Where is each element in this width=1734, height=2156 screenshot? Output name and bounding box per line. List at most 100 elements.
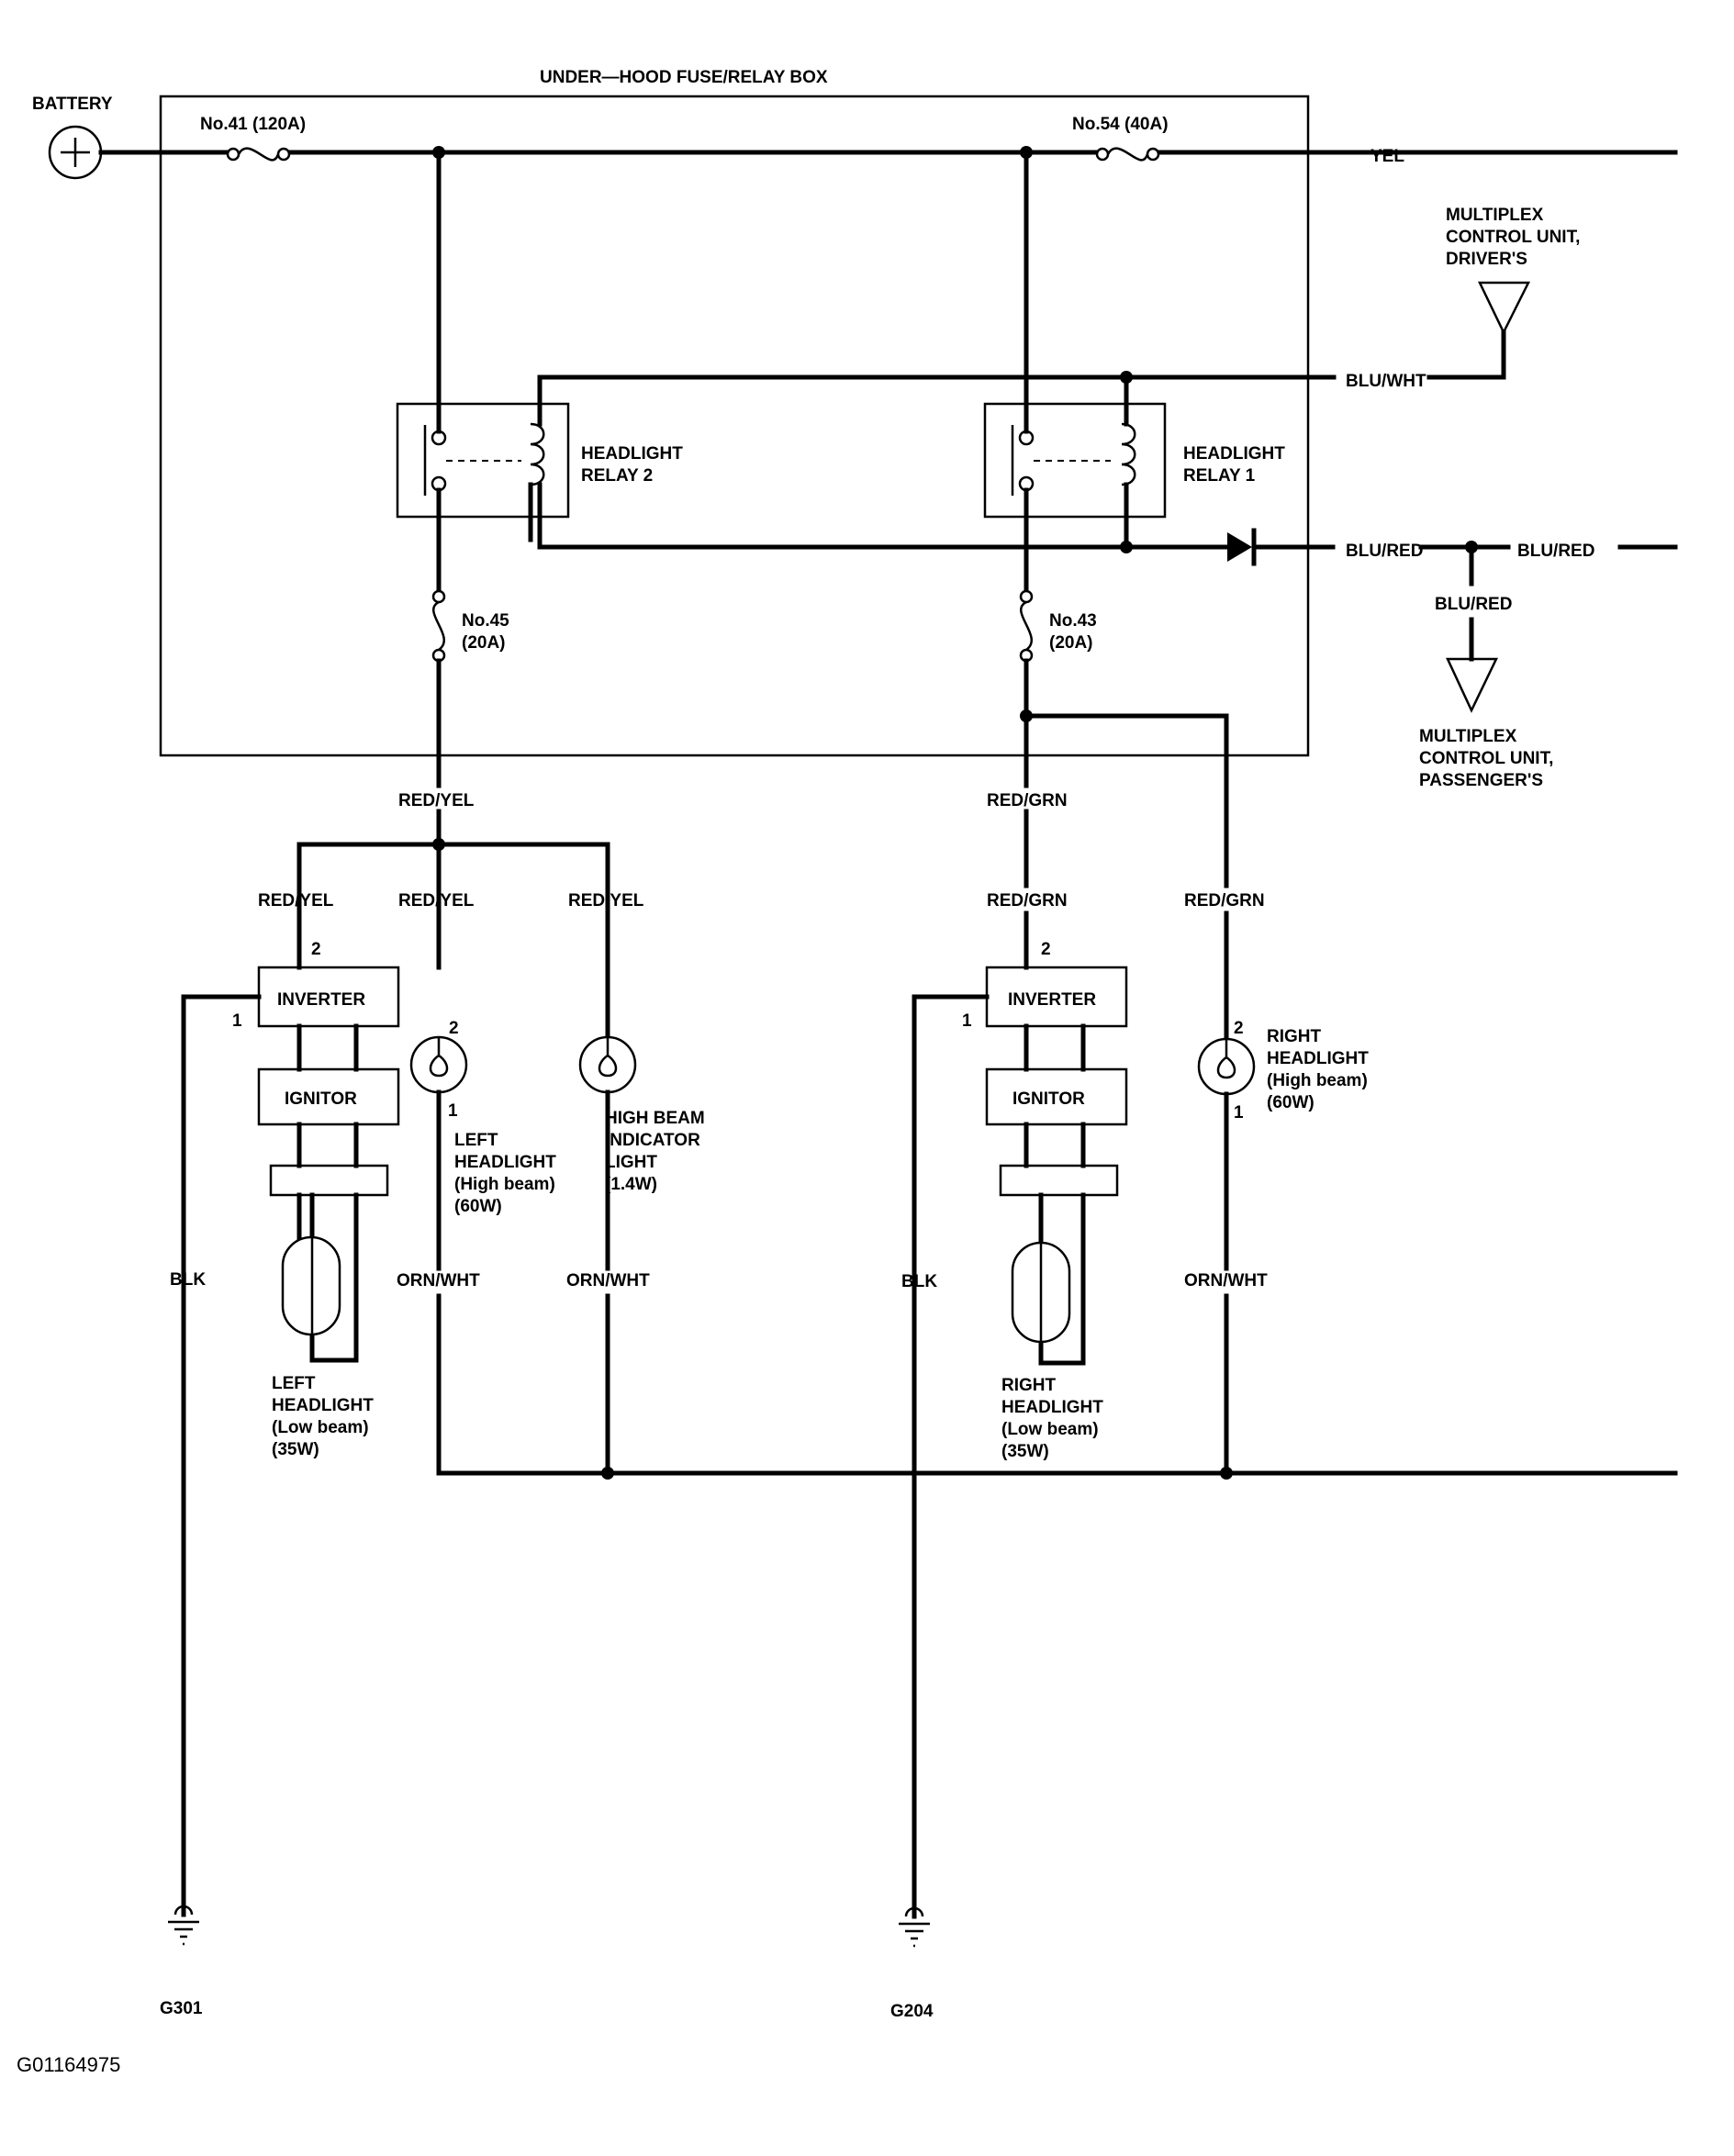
relay-1-contacts — [1011, 422, 1136, 496]
wire-label-orn-wht-right: ORN/WHT — [1184, 1271, 1268, 1290]
svg-text:(High beam): (High beam) — [454, 1175, 555, 1194]
wire-label-red-yel-main: RED/YEL — [398, 791, 475, 810]
ground-g204-icon — [899, 1906, 930, 1948]
right-ignitor-label: IGNITOR — [1012, 1089, 1085, 1109]
ground-g301-label: G301 — [160, 1999, 203, 2018]
wire-label-blk-left: BLK — [170, 1270, 206, 1290]
svg-text:No.45: No.45 — [462, 611, 509, 631]
svg-text:DRIVER'S: DRIVER'S — [1446, 250, 1527, 269]
right-low-beam-label: RIGHT HEADLIGHT (Low beam) (35W) — [1001, 1376, 1103, 1461]
junction-orn-wht-indicator — [601, 1467, 614, 1480]
fuse-no45-label: No.45 (20A) — [462, 611, 509, 653]
fuse-no41-label: No.41 (120A) — [200, 115, 306, 134]
wire-label-red-grn-main: RED/GRN — [987, 791, 1068, 810]
battery-symbol — [48, 125, 103, 180]
svg-text:(60W): (60W) — [454, 1197, 502, 1216]
svg-text:HEADLIGHT: HEADLIGHT — [454, 1153, 556, 1172]
svg-text:LEFT: LEFT — [454, 1131, 498, 1150]
left-ignitor — [257, 1067, 400, 1126]
svg-text:RELAY 1: RELAY 1 — [1183, 466, 1256, 486]
wire-label-red-yel-indicator: RED/YEL — [568, 891, 644, 910]
svg-text:CONTROL UNIT,: CONTROL UNIT, — [1419, 749, 1553, 768]
fuse-no45-symbol — [431, 589, 446, 663]
left-low-beam-label: LEFT HEADLIGHT (Low beam) (35W) — [272, 1374, 374, 1459]
multiplex-drivers-text: MULTIPLEX CONTROL UNIT, DRIVER'S — [1446, 206, 1580, 269]
pin-label-right-inverter-1: 1 — [962, 1011, 972, 1031]
right-high-beam-filament — [1216, 1039, 1236, 1079]
wire-label-red-yel-highbeam: RED/YEL — [398, 891, 475, 910]
svg-text:(1.4W): (1.4W) — [605, 1175, 657, 1194]
wire-label-blu-red-2: BLU/RED — [1517, 542, 1594, 561]
svg-text:LIGHT: LIGHT — [605, 1153, 657, 1172]
relay-2-label: HEADLIGHT RELAY 2 — [581, 444, 683, 486]
multiplex-drivers-connector-icon — [1478, 281, 1531, 335]
right-high-beam-label: RIGHT HEADLIGHT (High beam) (60W) — [1267, 1027, 1369, 1112]
wire-blk-right — [912, 994, 990, 1919]
relay-1-label: HEADLIGHT RELAY 1 — [1183, 444, 1285, 486]
svg-text:(20A): (20A) — [1049, 633, 1093, 653]
wire-label-yel: YEL — [1370, 147, 1404, 166]
multiplex-passengers-connector-icon — [1446, 657, 1498, 713]
high-beam-indicator-filament — [598, 1037, 618, 1078]
svg-text:HEADLIGHT: HEADLIGHT — [1267, 1049, 1369, 1068]
wire-label-orn-wht-indicator: ORN/WHT — [566, 1271, 650, 1290]
wire-label-red-yel-inverter: RED/YEL — [258, 891, 334, 910]
fuse-no43-label: No.43 (20A) — [1049, 611, 1097, 653]
left-high-beam-filament — [429, 1037, 449, 1078]
wire-blu-wht — [537, 330, 1506, 380]
wire-inverter-ignitor-right — [1024, 1023, 1086, 1072]
wire-blu-red — [1251, 544, 1678, 662]
svg-text:HIGH BEAM: HIGH BEAM — [605, 1109, 705, 1128]
junction-orn-wht-right — [1220, 1467, 1233, 1480]
high-beam-indicator-label: HIGH BEAM INDICATOR LIGHT (1.4W) — [605, 1109, 705, 1194]
left-ignitor-label: IGNITOR — [285, 1089, 357, 1109]
pin-label-left-inverter-1: 1 — [232, 1011, 242, 1031]
svg-text:(35W): (35W) — [1001, 1442, 1049, 1461]
left-low-beam-socket — [269, 1164, 389, 1197]
relay-2-wiring — [436, 150, 1237, 592]
svg-text:RELAY 2: RELAY 2 — [581, 466, 653, 486]
junction-blu-red — [1465, 541, 1478, 553]
pin-label-right-highbeam-1: 1 — [1234, 1103, 1244, 1123]
pin-label-left-highbeam-2: 2 — [449, 1019, 459, 1038]
fuse-relay-box-outline — [159, 95, 1310, 757]
fuse-relay-box-title: UNDER—HOOD FUSE/RELAY BOX — [540, 68, 828, 87]
figure-id: G01164975 — [17, 2053, 120, 2076]
svg-text:(High beam): (High beam) — [1267, 1071, 1368, 1090]
fuse-no54-symbol — [1095, 147, 1160, 162]
wire-red-yel-left — [296, 658, 610, 1042]
pin-label-left-inverter-2: 2 — [311, 940, 321, 959]
wire-label-blk-right: BLK — [901, 1272, 937, 1291]
left-inverter-label: INVERTER — [277, 990, 365, 1010]
svg-text:INDICATOR: INDICATOR — [605, 1131, 700, 1150]
wire-label-blu-red-3: BLU/RED — [1435, 595, 1512, 614]
headlight-relay-2 — [396, 402, 570, 519]
diode-symbol — [1227, 528, 1257, 566]
junction-red-yel — [432, 838, 445, 851]
wire-ignitor-socket-right — [1024, 1122, 1086, 1168]
svg-text:MULTIPLEX: MULTIPLEX — [1446, 206, 1544, 225]
wire-label-red-grn-highbeam: RED/GRN — [1184, 891, 1265, 910]
right-inverter-label: INVERTER — [1008, 990, 1096, 1010]
svg-text:HEADLIGHT: HEADLIGHT — [1001, 1398, 1103, 1417]
svg-text:(Low beam): (Low beam) — [272, 1418, 369, 1437]
wire-label-blu-wht: BLU/WHT — [1346, 372, 1426, 391]
svg-text:LEFT: LEFT — [272, 1374, 316, 1393]
svg-text:CONTROL UNIT,: CONTROL UNIT, — [1446, 228, 1580, 247]
pin-label-right-inverter-2: 2 — [1041, 940, 1051, 959]
ground-g204-label: G204 — [890, 2002, 934, 2021]
fuse-no41-symbol — [226, 147, 291, 162]
wire-blk-left — [181, 994, 262, 1917]
svg-text:(20A): (20A) — [462, 633, 506, 653]
wire-inverter-ignitor-left — [296, 1023, 359, 1072]
multiplex-passengers-text: MULTIPLEX CONTROL UNIT, PASSENGER'S — [1419, 727, 1553, 790]
relay-1-wiring — [1024, 150, 1129, 592]
battery-label: BATTERY — [32, 95, 113, 114]
svg-text:MULTIPLEX: MULTIPLEX — [1419, 727, 1517, 746]
ground-g301-icon — [168, 1905, 199, 1946]
svg-text:HEADLIGHT: HEADLIGHT — [1183, 444, 1285, 464]
relay-2-contacts — [423, 422, 545, 496]
fuse-no43-symbol — [1019, 589, 1034, 663]
svg-text:RIGHT: RIGHT — [1267, 1027, 1322, 1046]
